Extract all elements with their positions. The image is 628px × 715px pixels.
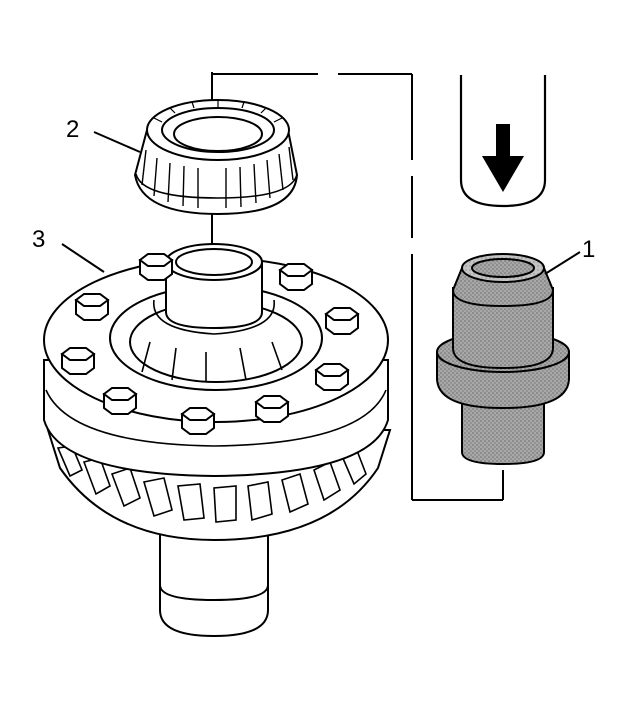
callout-2: 2 [66, 116, 80, 143]
bolt [314, 363, 350, 391]
bolt [60, 347, 96, 375]
bolt [138, 253, 174, 281]
bolt [102, 387, 138, 415]
bolt [254, 395, 290, 423]
installer-tool [436, 253, 570, 466]
leader-line-2 [93, 131, 141, 153]
differential-case [43, 243, 392, 638]
alignment-lines [211, 72, 504, 501]
bolt [180, 407, 216, 435]
bolt [324, 307, 360, 335]
bolt [74, 293, 110, 321]
case-bolts [60, 253, 360, 435]
down-arrow-icon [482, 124, 524, 192]
leader-line-1 [544, 251, 581, 275]
callout-3: 3 [32, 226, 46, 253]
press-ram [459, 75, 547, 208]
bolt [278, 263, 314, 291]
leader-line-3 [61, 243, 105, 273]
tapered-roller-bearing [133, 99, 299, 216]
callout-1: 1 [582, 236, 596, 263]
